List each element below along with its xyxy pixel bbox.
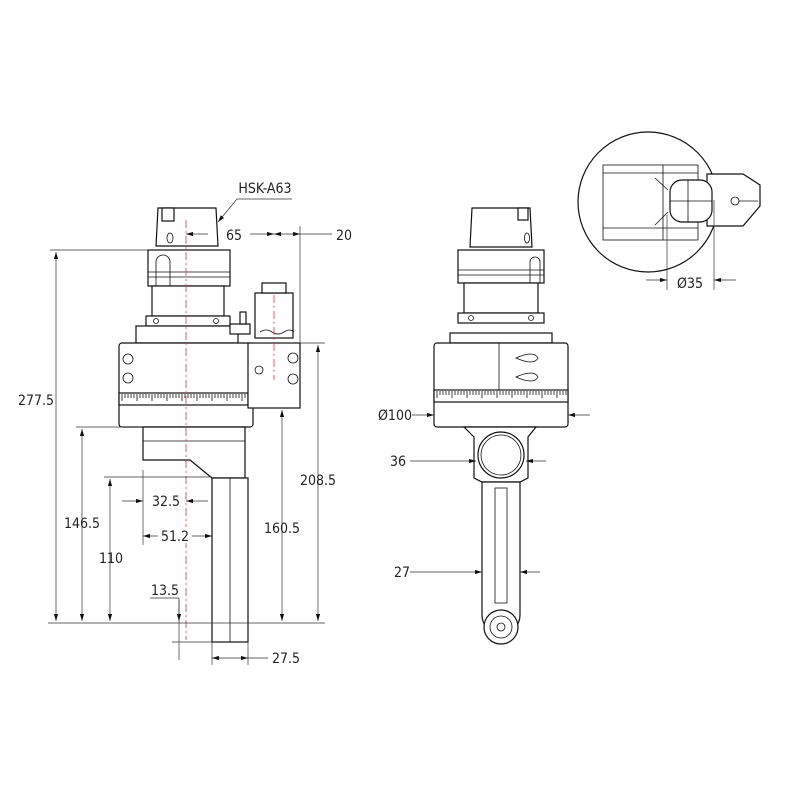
detail-view (577, 131, 761, 273)
front-view (433, 207, 569, 645)
side-view (118, 207, 301, 643)
dim-65: 65 (226, 228, 242, 244)
hsk-callout: HSK-A63 (238, 181, 291, 197)
dim-51-2: 51.2 (161, 529, 189, 545)
angle-scale (118, 392, 249, 406)
drive-slot (161, 207, 175, 222)
front-view-dimensions: Ø100 36 27 (378, 408, 590, 581)
dim-diameter-100: Ø100 (378, 408, 412, 424)
dim-20: 20 (336, 228, 352, 244)
lower-bracket (142, 426, 246, 479)
dim-diameter-35: Ø35 (677, 276, 703, 292)
hsk-flange (147, 249, 231, 287)
dim-13-5: 13.5 (151, 583, 179, 599)
dim-110: 110 (99, 551, 123, 567)
orientation-hole (166, 232, 174, 244)
dim-27-5: 27.5 (272, 651, 300, 667)
dim-277-5: 277.5 (18, 393, 54, 409)
front-body (433, 342, 569, 428)
dim-146-5: 146.5 (64, 516, 100, 532)
dim-208-5: 208.5 (300, 473, 336, 489)
side-view-dimensions: 277.5 146.5 110 208.5 160.5 32.5 51.2 13… (18, 181, 352, 667)
detail-dimensions: Ø35 (646, 200, 736, 292)
dim-160-5: 160.5 (264, 521, 300, 537)
dim-36: 36 (390, 454, 406, 470)
neck (151, 285, 225, 317)
dim-27: 27 (394, 565, 410, 581)
dim-32-5: 32.5 (152, 494, 180, 510)
